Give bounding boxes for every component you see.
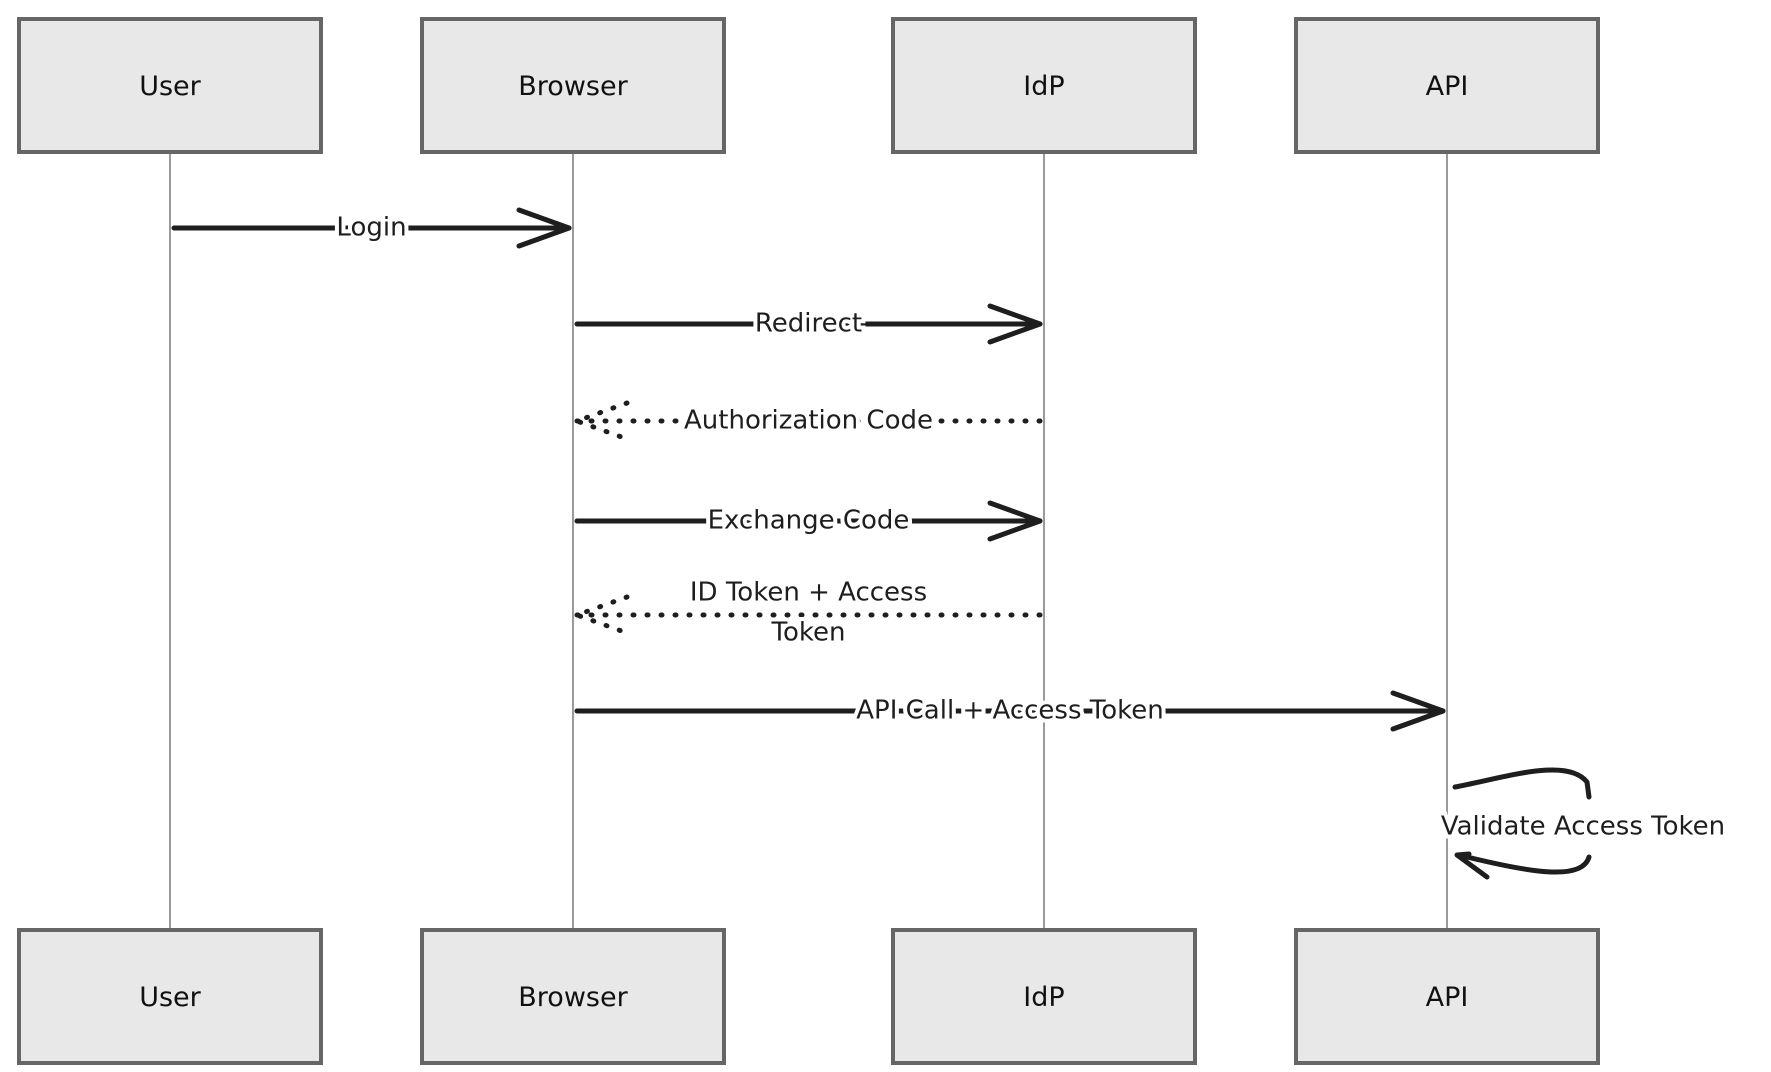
message-7: Validate Access Token [1437,767,1729,880]
participant-box [17,928,323,1065]
participant-box [420,17,726,154]
participant-box [891,17,1197,154]
participant-label: Browser [518,982,628,1013]
participant-label: Browser [518,71,628,102]
participant-browser-top: Browser [420,17,726,154]
participant-label: IdP [1023,71,1064,102]
message-label: API Call + Access Token [856,696,1164,726]
message-6: API Call + Access Token [574,690,1446,732]
participant-box [1294,17,1600,154]
arrowhead-icon [987,500,1043,542]
message-label: ID Token + Access [690,578,927,608]
self-message-line [1452,767,1592,875]
message-label: Exchange Code [708,506,910,536]
participant-browser-bottom: Browser [420,928,726,1065]
arrowhead-icon [516,207,572,249]
participant-label: User [139,982,201,1013]
message-label: Token [771,618,846,648]
participant-api-bottom: API [1294,928,1600,1065]
participant-box [17,17,323,154]
participant-box [1294,928,1600,1065]
message-label: Login [336,213,406,243]
message-label: Redirect [755,309,862,339]
message-4: Exchange Code [574,500,1043,542]
participant-label: User [139,71,201,102]
participant-idp-top: IdP [891,17,1197,154]
participant-label: API [1426,71,1469,102]
arrowhead-icon [987,303,1043,345]
arrowhead-icon [1390,690,1446,732]
participant-api-top: API [1294,17,1600,154]
participant-box [891,928,1197,1065]
participant-label: API [1426,982,1469,1013]
participant-user-top: User [17,17,323,154]
participant-label: IdP [1023,982,1064,1013]
message-1: Login [171,207,572,249]
participant-user-bottom: User [17,928,323,1065]
participant-box [420,928,726,1065]
message-label: Validate Access Token [1441,812,1725,842]
message-2: Redirect [574,303,1043,345]
participant-idp-bottom: IdP [891,928,1197,1065]
message-label: Authorization Code [684,406,933,436]
message-3: Authorization Code [574,400,1043,442]
arrowhead-icon [1454,851,1490,880]
